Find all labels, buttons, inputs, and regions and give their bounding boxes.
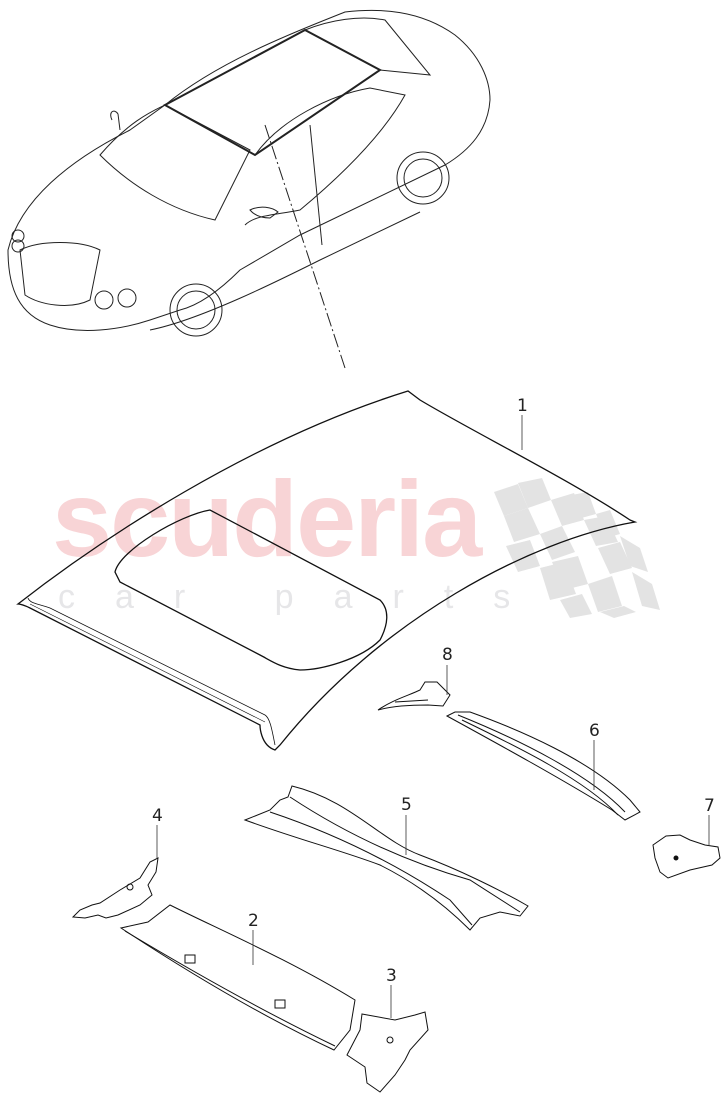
watermark-tagline: car parts [58, 578, 551, 616]
callout-3[interactable]: 3 [386, 966, 397, 986]
part-1-roof-panel [16, 390, 638, 751]
part-7-bracket [652, 834, 721, 879]
callout-7[interactable]: 7 [704, 796, 715, 816]
watermark-brand: scuderia [52, 458, 482, 579]
part-8-bracket [377, 681, 451, 711]
part-4-bracket [71, 857, 159, 919]
checkered-flag-watermark [494, 478, 660, 618]
part-3-bracket [346, 1011, 429, 1093]
callout-6[interactable]: 6 [589, 721, 600, 741]
callout-4[interactable]: 4 [152, 806, 163, 826]
callout-2[interactable]: 2 [248, 911, 259, 931]
callout-1[interactable]: 1 [517, 396, 528, 416]
part-5-roof-bow [243, 785, 529, 931]
callout-8[interactable]: 8 [442, 645, 453, 665]
part-2-cross-member [119, 904, 356, 1051]
callout-5[interactable]: 5 [401, 795, 412, 815]
part-6-cross-member [445, 711, 641, 821]
callout-leader-lines [156, 415, 710, 1018]
vehicle-overview-illustration [7, 9, 491, 369]
